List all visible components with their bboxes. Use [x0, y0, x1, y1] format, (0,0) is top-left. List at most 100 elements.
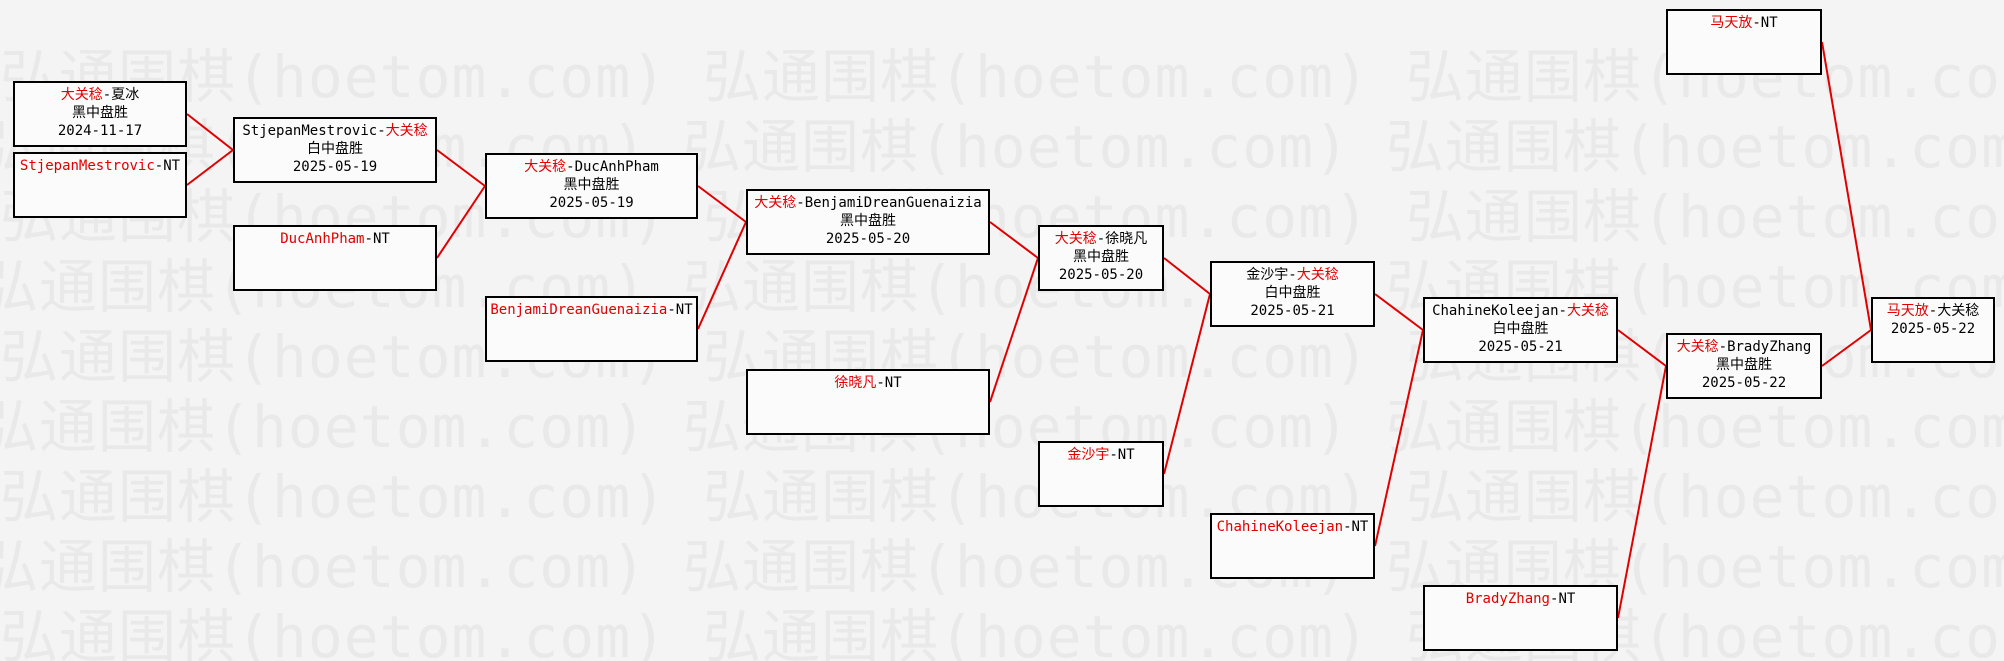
player-name: 大关稔	[754, 195, 797, 211]
match-players: DucAnhPham-NT	[280, 231, 390, 247]
match-box: 金沙宇-大关稔白中盘胜 2025-05-21	[1210, 261, 1375, 327]
match-players: 大关稔-DucAnhPham	[524, 159, 659, 175]
match-date: 2025-05-22	[1890, 321, 1976, 337]
bracket-connector	[1163, 257, 1211, 295]
player-name: 大关稔	[1296, 267, 1339, 283]
player-name: 金沙宇	[1067, 447, 1110, 463]
player-name: 马天放	[1710, 15, 1753, 31]
bracket-connector	[1617, 365, 1667, 619]
bracket-connector	[186, 113, 234, 151]
match-date: 2025-05-20	[1058, 267, 1144, 283]
bracket-connector	[1374, 293, 1424, 331]
match-players: ChahineKoleejan-NT	[1216, 519, 1369, 535]
match-box: 徐晓凡-NT	[746, 369, 990, 435]
match-box: StjepanMestrovic-NT	[13, 152, 187, 218]
match-date: 2024-11-17	[57, 123, 143, 139]
match-players: 金沙宇-大关稔	[1246, 267, 1339, 283]
player-name: StjepanMestrovic	[19, 158, 155, 174]
match-date: 2025-05-22	[1701, 375, 1787, 391]
player-name: 大关稔	[60, 87, 103, 103]
match-box: ChahineKoleejan-大关稔白中盘胜 2025-05-21	[1423, 297, 1618, 363]
player-name: StjepanMestrovic	[242, 123, 378, 139]
player-name: 大关稔	[385, 123, 428, 139]
match-players: 大关稔-徐晓凡	[1054, 231, 1148, 247]
bracket-connector	[989, 257, 1039, 403]
match-players: 大关稔-BradyZhang	[1676, 339, 1812, 355]
bracket-connector	[436, 149, 486, 187]
player-name: BradyZhang	[1727, 339, 1812, 355]
match-result: 黑中盘胜	[840, 213, 896, 229]
bracket-connector	[1821, 41, 1872, 331]
player-name: 大关稔	[524, 159, 567, 175]
match-players: 大关稔-夏冰	[60, 87, 140, 103]
match-result: 白中盘胜	[307, 141, 363, 157]
bracket-connector	[436, 185, 486, 259]
match-date: 2025-05-19	[549, 195, 634, 211]
match-players: StjepanMestrovic-NT	[19, 158, 181, 174]
player-name: BenjamiDreanGuenaizia	[804, 195, 982, 211]
player-name: NT	[1351, 519, 1369, 535]
player-name: 徐晓凡	[1105, 231, 1148, 247]
match-result: 白中盘胜	[1492, 321, 1549, 337]
match-result: 黑中盘胜	[72, 105, 128, 121]
match-players: 徐晓凡-NT	[834, 375, 902, 391]
match-box: DucAnhPham-NT	[233, 225, 437, 291]
bracket-connector	[697, 185, 747, 223]
player-name: 夏冰	[111, 87, 140, 103]
player-name: NT	[1760, 15, 1778, 31]
match-box: 大关稔-DucAnhPham 黑中盘胜 2025-05-19	[485, 153, 698, 219]
match-box: 马天放-NT	[1666, 9, 1822, 75]
player-name: 大关稔	[1937, 303, 1980, 319]
bracket-connector	[1374, 329, 1424, 547]
match-result: 黑中盘胜	[563, 177, 620, 193]
player-name: ChahineKoleejan	[1432, 303, 1559, 319]
match-players: BenjamiDreanGuenaizia-NT	[490, 302, 693, 318]
match-date: 2025-05-21	[1250, 303, 1335, 319]
match-result: 黑中盘胜	[1073, 249, 1129, 265]
match-box: ChahineKoleejan-NT	[1210, 513, 1375, 579]
match-date: 2025-05-21	[1478, 339, 1563, 355]
player-name: ChahineKoleejan	[1216, 519, 1344, 535]
player-name: 大关稔	[1054, 231, 1097, 247]
match-players: ChahineKoleejan-大关稔	[1432, 303, 1609, 319]
bracket-connector	[989, 221, 1039, 259]
match-players: 马天放-大关稔	[1886, 303, 1980, 319]
match-players: 金沙宇-NT	[1067, 447, 1135, 463]
match-date: 2025-05-19	[292, 159, 378, 175]
bracket-connector	[1821, 329, 1872, 367]
player-name: 金沙宇	[1246, 267, 1289, 283]
player-name: NT	[884, 375, 902, 391]
player-name: 大关稔	[1676, 339, 1719, 355]
player-name: NT	[1558, 591, 1576, 607]
match-box: 大关稔-BradyZhang 黑中盘胜 2025-05-22	[1666, 333, 1822, 399]
match-box: 马天放-大关稔 2025-05-22	[1871, 297, 1995, 363]
player-name: NT	[163, 158, 181, 174]
player-name: BenjamiDreanGuenaizia	[490, 302, 668, 318]
player-name: 大关稔	[1566, 303, 1609, 319]
match-box: BenjamiDreanGuenaizia-NT	[485, 296, 698, 362]
match-result: 黑中盘胜	[1716, 357, 1772, 373]
match-box: BradyZhang-NT	[1423, 585, 1618, 651]
match-box: StjepanMestrovic-大关稔白中盘胜 2025-05-19	[233, 117, 437, 183]
player-name: NT	[1117, 447, 1135, 463]
player-name: NT	[372, 231, 390, 247]
player-name: 徐晓凡	[834, 375, 877, 391]
player-name: DucAnhPham	[574, 159, 659, 175]
player-name: 马天放	[1886, 303, 1929, 319]
match-players: 马天放-NT	[1710, 15, 1778, 31]
player-name: BradyZhang	[1465, 591, 1550, 607]
match-box: 大关稔-夏冰黑中盘胜 2024-11-17	[13, 81, 187, 147]
bracket-connector	[1617, 329, 1667, 367]
match-box: 金沙宇-NT	[1038, 441, 1164, 507]
player-name: NT	[675, 302, 693, 318]
match-box: 大关稔-徐晓凡黑中盘胜 2025-05-20	[1038, 225, 1164, 291]
match-result: 白中盘胜	[1264, 285, 1321, 301]
match-players: BradyZhang-NT	[1465, 591, 1576, 607]
match-date: 2025-05-20	[825, 231, 911, 247]
bracket-connector	[697, 221, 747, 330]
player-name: DucAnhPham	[280, 231, 365, 247]
bracket-connector	[1163, 293, 1211, 475]
match-players: StjepanMestrovic-大关稔	[242, 123, 428, 139]
